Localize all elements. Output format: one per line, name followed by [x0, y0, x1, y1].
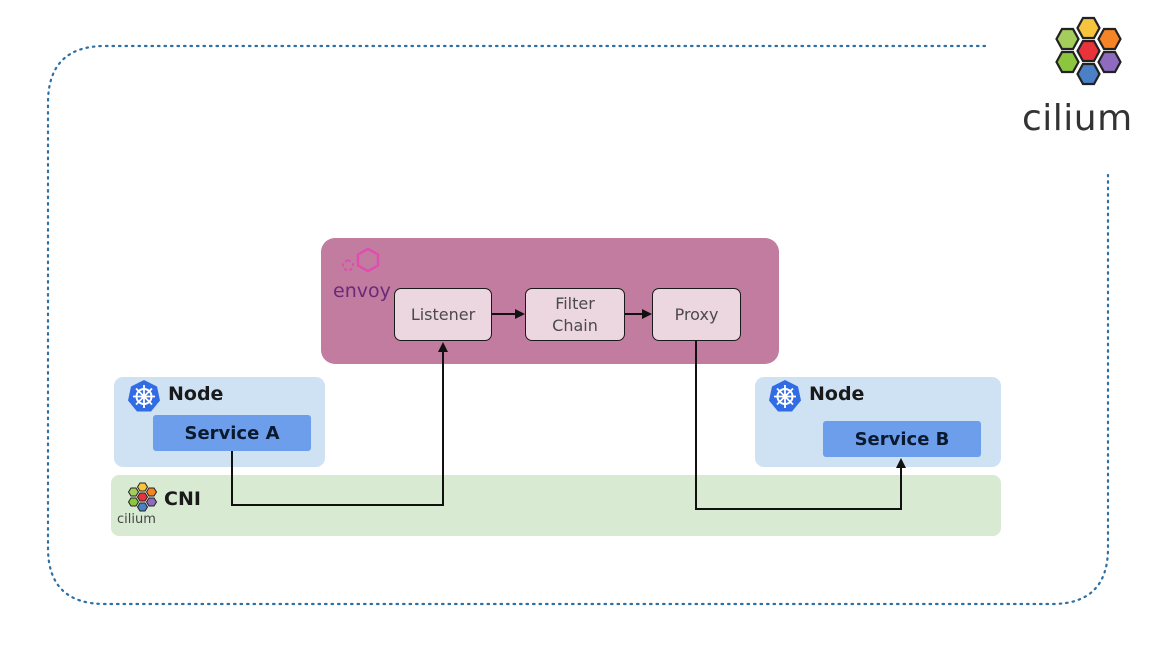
- service-a: Service A: [153, 415, 311, 451]
- service-b: Service B: [823, 421, 981, 457]
- listener-label: Listener: [410, 304, 476, 324]
- envoy-logo-icon: [342, 247, 380, 273]
- cni-cilium-text: cilium: [117, 512, 156, 527]
- left-node-title: Node: [168, 383, 224, 405]
- filter-chain-label-line2: Chain: [552, 315, 598, 335]
- proxy-label: Proxy: [674, 304, 719, 324]
- filter-chain-label-line1: Filter: [555, 293, 595, 313]
- service-a-label: Service A: [184, 422, 280, 444]
- cilium-small-icon: [127, 482, 158, 512]
- kubernetes-icon: [769, 380, 801, 412]
- cilium-logo: cilium: [1018, 14, 1138, 142]
- envoy-logo-text: envoy: [333, 280, 391, 302]
- cni-title: CNI: [164, 488, 201, 510]
- cni-band: [111, 475, 1001, 536]
- listener-box: Listener: [394, 288, 492, 341]
- cilium-logo-text: cilium: [1022, 98, 1133, 139]
- filter-chain-box: Filter Chain: [525, 288, 625, 341]
- cilium-hex-icon: [1055, 16, 1122, 86]
- kubernetes-icon: [128, 380, 160, 412]
- service-b-label: Service B: [854, 428, 950, 450]
- right-node-title: Node: [809, 383, 865, 405]
- proxy-box: Proxy: [652, 288, 741, 341]
